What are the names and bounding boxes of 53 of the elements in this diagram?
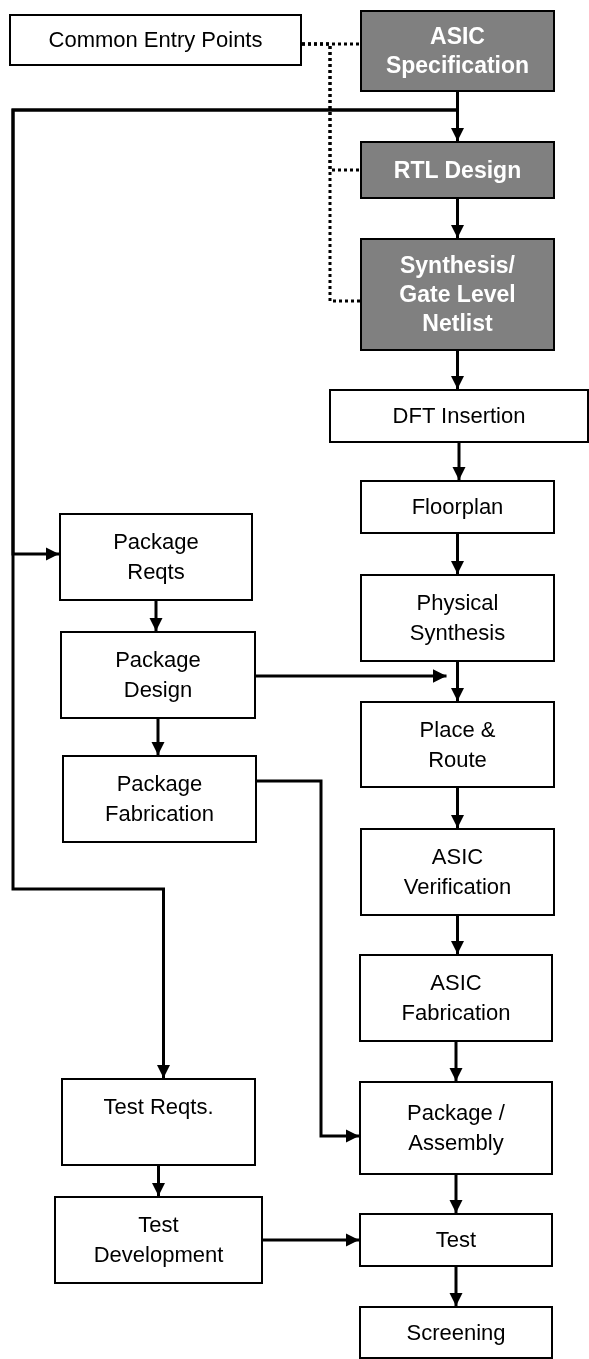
arrow xyxy=(449,1042,463,1081)
arrow xyxy=(263,1233,359,1247)
arrow xyxy=(450,788,465,828)
box-label: Synthesis/ Gate Level Netlist xyxy=(398,251,517,338)
box-label: Screening xyxy=(406,1318,506,1347)
arrow xyxy=(256,669,447,683)
box-label: RTL Design xyxy=(393,155,522,185)
box-label: ASIC Specification xyxy=(384,22,531,80)
box-label: ASIC Fabrication xyxy=(400,969,512,1027)
highlighted-process-box xyxy=(360,238,555,351)
box-label: Floorplan xyxy=(411,493,504,521)
box-label: Test Reqts. xyxy=(103,1093,214,1121)
box-label: DFT Insertion xyxy=(392,402,526,430)
arrow xyxy=(452,443,466,480)
dotted-connector xyxy=(302,42,360,303)
box-label: Place & Route xyxy=(418,715,497,774)
box-label: Test Development xyxy=(92,1211,225,1269)
box-label: Package Reqts xyxy=(112,528,200,586)
arrow xyxy=(149,601,163,631)
process-box xyxy=(61,1078,256,1166)
process-box xyxy=(59,513,253,601)
process-box xyxy=(359,954,553,1042)
arrow xyxy=(449,1175,463,1213)
arrow xyxy=(450,534,465,574)
process-box xyxy=(359,1213,553,1267)
process-box xyxy=(62,755,257,843)
box-label: Package / Assembly xyxy=(406,1099,506,1157)
process-box xyxy=(359,1081,553,1175)
box-label: Package Design xyxy=(114,646,202,704)
arrow xyxy=(450,351,465,389)
process-box xyxy=(360,480,555,534)
arrow xyxy=(450,662,465,701)
arrow xyxy=(449,1267,463,1306)
process-box xyxy=(9,14,302,66)
process-box xyxy=(360,828,555,916)
box-label: Package Fabrication xyxy=(104,770,215,828)
process-box xyxy=(360,701,555,788)
arrow xyxy=(151,719,165,755)
process-box xyxy=(60,631,256,719)
process-box xyxy=(329,389,589,443)
box-label: Physical Synthesis xyxy=(408,589,507,647)
arrow xyxy=(257,779,359,1143)
process-box xyxy=(360,574,555,662)
arrow xyxy=(450,199,465,238)
process-box xyxy=(359,1306,553,1359)
arrow xyxy=(151,1166,166,1196)
arrow xyxy=(450,916,465,954)
box-label: Test xyxy=(435,1226,477,1254)
highlighted-process-box xyxy=(360,10,555,92)
box-label: ASIC Verification xyxy=(402,843,513,901)
highlighted-process-box xyxy=(360,141,555,199)
box-label: Common Entry Points xyxy=(48,26,263,54)
process-box xyxy=(54,1196,263,1284)
